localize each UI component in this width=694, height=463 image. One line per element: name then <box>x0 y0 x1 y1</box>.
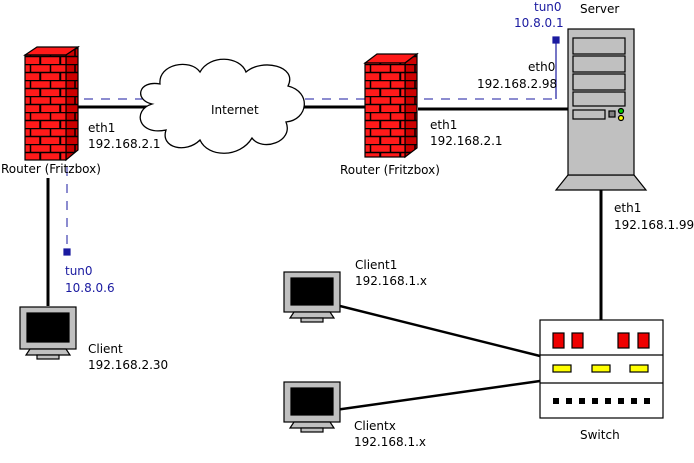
switch-dot-4 <box>592 398 598 404</box>
switch-dot-6 <box>618 398 624 404</box>
server-bay-4 <box>572 91 626 107</box>
connections <box>46 105 603 413</box>
left-router-firewall <box>23 45 80 162</box>
client1-label: Client1 <box>355 258 397 272</box>
right-router-front <box>364 62 406 158</box>
right-router-side <box>404 52 418 159</box>
switch-dot-1 <box>553 398 559 404</box>
client-monitor-screen <box>26 312 70 343</box>
left-router-eth1-ip: 192.168.2.1 <box>88 137 161 151</box>
client-monitor-stand <box>36 354 60 360</box>
server-led-yellow <box>617 114 625 122</box>
switch-device <box>539 319 664 419</box>
switch-port-red-1 <box>552 332 565 349</box>
internet-cloud <box>139 58 305 154</box>
client1-monitor-screen <box>290 277 334 306</box>
server-bay-1 <box>572 37 626 55</box>
link-clientx-switch <box>327 379 541 413</box>
vpn-tunnel <box>66 98 556 251</box>
left-router-front <box>24 54 67 161</box>
right-router-label: Router (Fritzbox) <box>340 163 440 177</box>
right-router-eth1-name: eth1 <box>430 118 457 132</box>
server-tun0-name: tun0 <box>534 0 562 14</box>
client-monitor <box>19 306 77 360</box>
tunnel-endpoints <box>63 36 560 256</box>
server-eth0-ip: 192.168.2.98 <box>477 77 557 91</box>
switch-dot-2 <box>566 398 572 404</box>
server-eth1-ip: 192.168.1.99 <box>614 218 694 232</box>
switch-led-yellow-1 <box>552 364 572 373</box>
client-ip: 192.168.2.30 <box>88 358 168 372</box>
left-router-side <box>65 45 79 162</box>
server-drive-slot <box>572 109 606 120</box>
tun0-client-endpoint <box>63 248 71 256</box>
switch-dot-3 <box>579 398 585 404</box>
client-label: Client <box>88 342 123 356</box>
client1-monitor-base <box>288 311 336 319</box>
client1-monitor-stand <box>300 317 324 323</box>
server-tun0-ip: 10.8.0.1 <box>514 16 564 30</box>
link-client1-switch <box>327 301 541 358</box>
switch-port-red-4 <box>637 332 650 349</box>
server-base <box>554 174 648 191</box>
server-label: Server <box>580 2 619 16</box>
switch-port-red-2 <box>571 332 584 349</box>
switch-label: Switch <box>580 428 620 442</box>
clientx-label: Clientx <box>354 419 396 433</box>
clientx-monitor-screen <box>290 387 334 416</box>
left-router-label: Router (Fritzbox) <box>1 162 101 176</box>
client-monitor-base <box>24 348 72 356</box>
clientx-monitor-stand <box>300 427 324 433</box>
client-tun0-name: tun0 <box>65 264 93 278</box>
switch-port-dots <box>553 398 650 404</box>
clientx-monitor <box>283 381 341 433</box>
client1-monitor <box>283 271 341 323</box>
right-router-firewall <box>363 52 419 159</box>
server-eth0-name: eth0 <box>528 60 555 74</box>
server-tower <box>554 28 648 191</box>
tun0-server-endpoint <box>552 36 560 44</box>
server-eth1-name: eth1 <box>614 201 641 215</box>
switch-port-red-3 <box>617 332 630 349</box>
server-bay-3 <box>572 73 626 91</box>
clientx-ip: 192.168.1.x <box>354 435 426 449</box>
switch-dot-5 <box>605 398 611 404</box>
internet-label: Internet <box>211 103 259 117</box>
client1-ip: 192.168.1.x <box>355 274 427 288</box>
right-router-eth1-ip: 192.168.2.1 <box>430 134 503 148</box>
server-led-green <box>617 107 625 115</box>
switch-dot-8 <box>644 398 650 404</box>
clientx-monitor-base <box>288 421 336 429</box>
server-button <box>608 110 616 118</box>
switch-led-yellow-2 <box>591 364 611 373</box>
client-tun0-ip: 10.8.0.6 <box>65 281 115 295</box>
left-router-eth1-name: eth1 <box>88 121 115 135</box>
switch-dot-7 <box>631 398 637 404</box>
server-bay-2 <box>572 55 626 73</box>
switch-led-yellow-3 <box>629 364 649 373</box>
